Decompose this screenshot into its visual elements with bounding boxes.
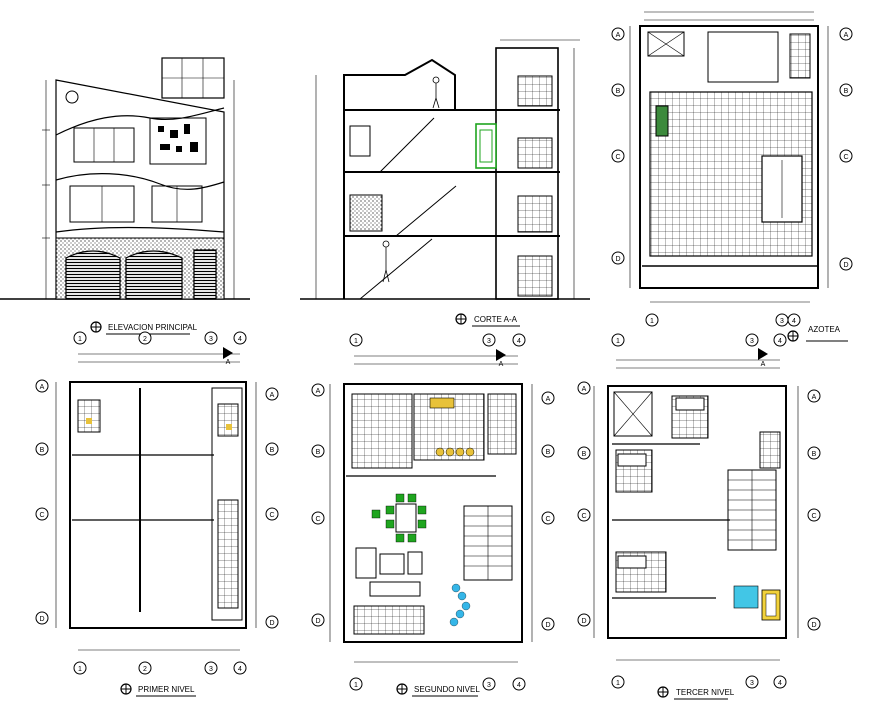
roof-row-b-right: B	[844, 88, 849, 95]
roof-col-3: 3	[780, 318, 784, 325]
l3-row-c: C	[581, 513, 586, 520]
l3-section-mark: A	[761, 361, 766, 368]
level2-grid-bubbles: 1 3 4 A B C D A B C D 1 3 4 A	[311, 333, 555, 691]
l2-row-c: C	[315, 516, 320, 523]
l1-section-mark: A	[226, 359, 231, 366]
level3-plan	[593, 359, 799, 661]
level2-title-text: SEGUNDO NIVEL	[414, 685, 480, 694]
l2-row-a: A	[316, 388, 321, 395]
l1-col-4: 4	[238, 336, 242, 343]
level2-title: SEGUNDO NIVEL	[396, 683, 480, 697]
section-title-text: CORTE A-A	[474, 315, 518, 324]
section-title: CORTE A-A	[455, 313, 520, 327]
roof-row-c: C	[615, 154, 620, 161]
roof-title: AZOTEA	[787, 325, 848, 342]
l1-col-2: 2	[143, 336, 147, 343]
l2-col-3: 3	[487, 338, 491, 345]
level1-plan	[55, 353, 257, 651]
l3-row-a: A	[582, 386, 587, 393]
roof-grid-bubbles: A B C D A B C D 1 3 4	[611, 27, 853, 327]
level1-grid-bubbles: 1 2 3 4 A B C D A B C D 1 2 3 4 A	[35, 331, 279, 675]
l1-row-b-right: B	[270, 447, 275, 454]
l2-col-4-bottom: 4	[517, 682, 521, 689]
level3-title-text: TERCER NIVEL	[676, 688, 735, 697]
l2-col-1: 1	[354, 338, 358, 345]
l3-col-3-bottom: 3	[750, 680, 754, 687]
l3-col-4: 4	[778, 338, 782, 345]
l2-row-c-right: C	[545, 516, 550, 523]
level3-grid-bubbles: 1 3 4 A B C D A B C D 1 3 4 A	[577, 333, 821, 689]
level1-title: PRIMER NIVEL	[120, 683, 196, 697]
l2-row-b-right: B	[546, 449, 551, 456]
l2-row-b: B	[316, 449, 321, 456]
l3-row-c-right: C	[811, 513, 816, 520]
roof-row-a-right: A	[844, 32, 849, 39]
roof-col-1: 1	[650, 318, 654, 325]
l1-col-3: 3	[209, 336, 213, 343]
l3-col-3: 3	[750, 338, 754, 345]
roof-row-d-right: D	[843, 262, 848, 269]
l3-row-b-right: B	[812, 451, 817, 458]
l1-row-a-right: A	[270, 392, 275, 399]
l3-col-1: 1	[616, 338, 620, 345]
l2-col-3-bottom: 3	[487, 682, 491, 689]
elevation-title-text: ELEVACION PRINCIPAL	[108, 323, 198, 332]
roof-row-c-right: C	[843, 154, 848, 161]
roof-plan	[629, 11, 829, 303]
l1-row-d-right: D	[269, 620, 274, 627]
l2-col-4: 4	[517, 338, 521, 345]
level1-title-text: PRIMER NIVEL	[138, 685, 195, 694]
elevation-drawing	[0, 57, 250, 300]
level2-plan	[329, 355, 533, 663]
section-drawing	[300, 39, 590, 300]
l1-row-a: A	[40, 384, 45, 391]
l3-row-d: D	[581, 618, 586, 625]
l1-col-4-bottom: 4	[238, 666, 242, 673]
l1-col-2-bottom: 2	[143, 666, 147, 673]
l2-col-1-bottom: 1	[354, 682, 358, 689]
l1-col-1: 1	[78, 336, 82, 343]
l3-row-a-right: A	[812, 394, 817, 401]
l1-row-d: D	[39, 616, 44, 623]
l3-row-b: B	[582, 451, 587, 458]
l3-col-1-bottom: 1	[616, 680, 620, 687]
l1-row-c-right: C	[269, 512, 274, 519]
roof-row-d: D	[615, 256, 620, 263]
l3-row-d-right: D	[811, 622, 816, 629]
l1-col-1-bottom: 1	[78, 666, 82, 673]
roof-row-b: B	[616, 88, 621, 95]
l2-row-a-right: A	[546, 396, 551, 403]
l2-section-mark: A	[499, 361, 504, 368]
roof-col-4: 4	[792, 318, 796, 325]
l2-row-d-right: D	[545, 622, 550, 629]
level3-title: TERCER NIVEL	[657, 686, 735, 700]
l2-row-d: D	[315, 618, 320, 625]
roof-title-text: AZOTEA	[808, 325, 841, 334]
l1-row-c: C	[39, 512, 44, 519]
l3-col-4-bottom: 4	[778, 680, 782, 687]
roof-row-a: A	[616, 32, 621, 39]
l1-row-b: B	[40, 447, 45, 454]
l1-col-3-bottom: 3	[209, 666, 213, 673]
